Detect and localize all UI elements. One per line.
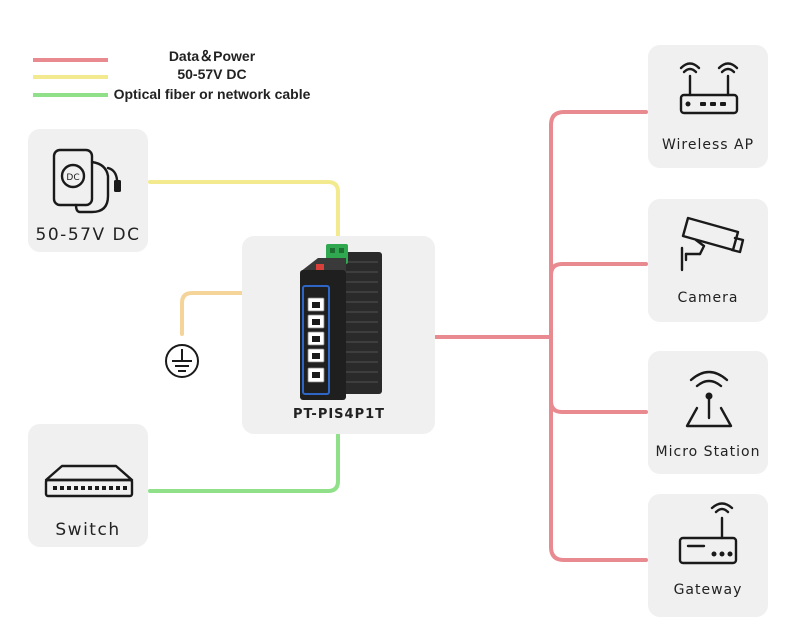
- industrial-poe-switch-icon: [300, 244, 382, 400]
- legend-label-data-power: Data＆Power: [169, 48, 256, 64]
- switch-label: Switch: [55, 520, 120, 540]
- dc-badge: DC: [66, 173, 79, 183]
- data-power-branch-gateway: [549, 335, 648, 562]
- device-label: PT-PIS4P1T: [293, 407, 385, 422]
- micro-station-icon: [685, 370, 733, 428]
- network-switch-icon: [44, 464, 134, 498]
- wireless-router-icon: [679, 62, 739, 115]
- data-power-branch-station: [549, 335, 648, 414]
- camera-node: Camera: [648, 199, 768, 322]
- device-node: PT-PIS4P1T: [242, 236, 435, 434]
- cctv-camera-icon: [680, 216, 745, 272]
- gateway-label: Gateway: [674, 582, 743, 598]
- wireless-ap-label: Wireless AP: [662, 137, 754, 153]
- data-power-branch-camera: [549, 262, 648, 277]
- gateway-node: Gateway: [648, 494, 768, 617]
- camera-label: Camera: [678, 290, 739, 306]
- dc-power-label: 50-57V DC: [36, 225, 141, 245]
- data-power-branch-ap: [549, 110, 648, 339]
- micro-station-label: Micro Station: [656, 444, 761, 460]
- dc-power-node: DC 50-57V DC: [28, 129, 148, 252]
- fiber-line: [148, 433, 340, 493]
- legend-label-dc: 50-57V DC: [177, 66, 246, 82]
- dc-adapter-icon: DC: [52, 148, 121, 214]
- gateway-icon: [678, 502, 738, 565]
- switch-node: Switch: [28, 424, 148, 547]
- connections: [148, 110, 648, 562]
- dc-power-line: [148, 180, 340, 238]
- legend-label-fiber: Optical fiber or network cable: [114, 86, 311, 102]
- ground-line: [180, 291, 244, 336]
- legend: Data＆Power 50-57V DC Optical fiber or ne…: [33, 48, 311, 102]
- ground-icon: [165, 344, 199, 378]
- wireless-ap-node: Wireless AP: [648, 45, 768, 168]
- micro-station-node: Micro Station: [648, 351, 768, 474]
